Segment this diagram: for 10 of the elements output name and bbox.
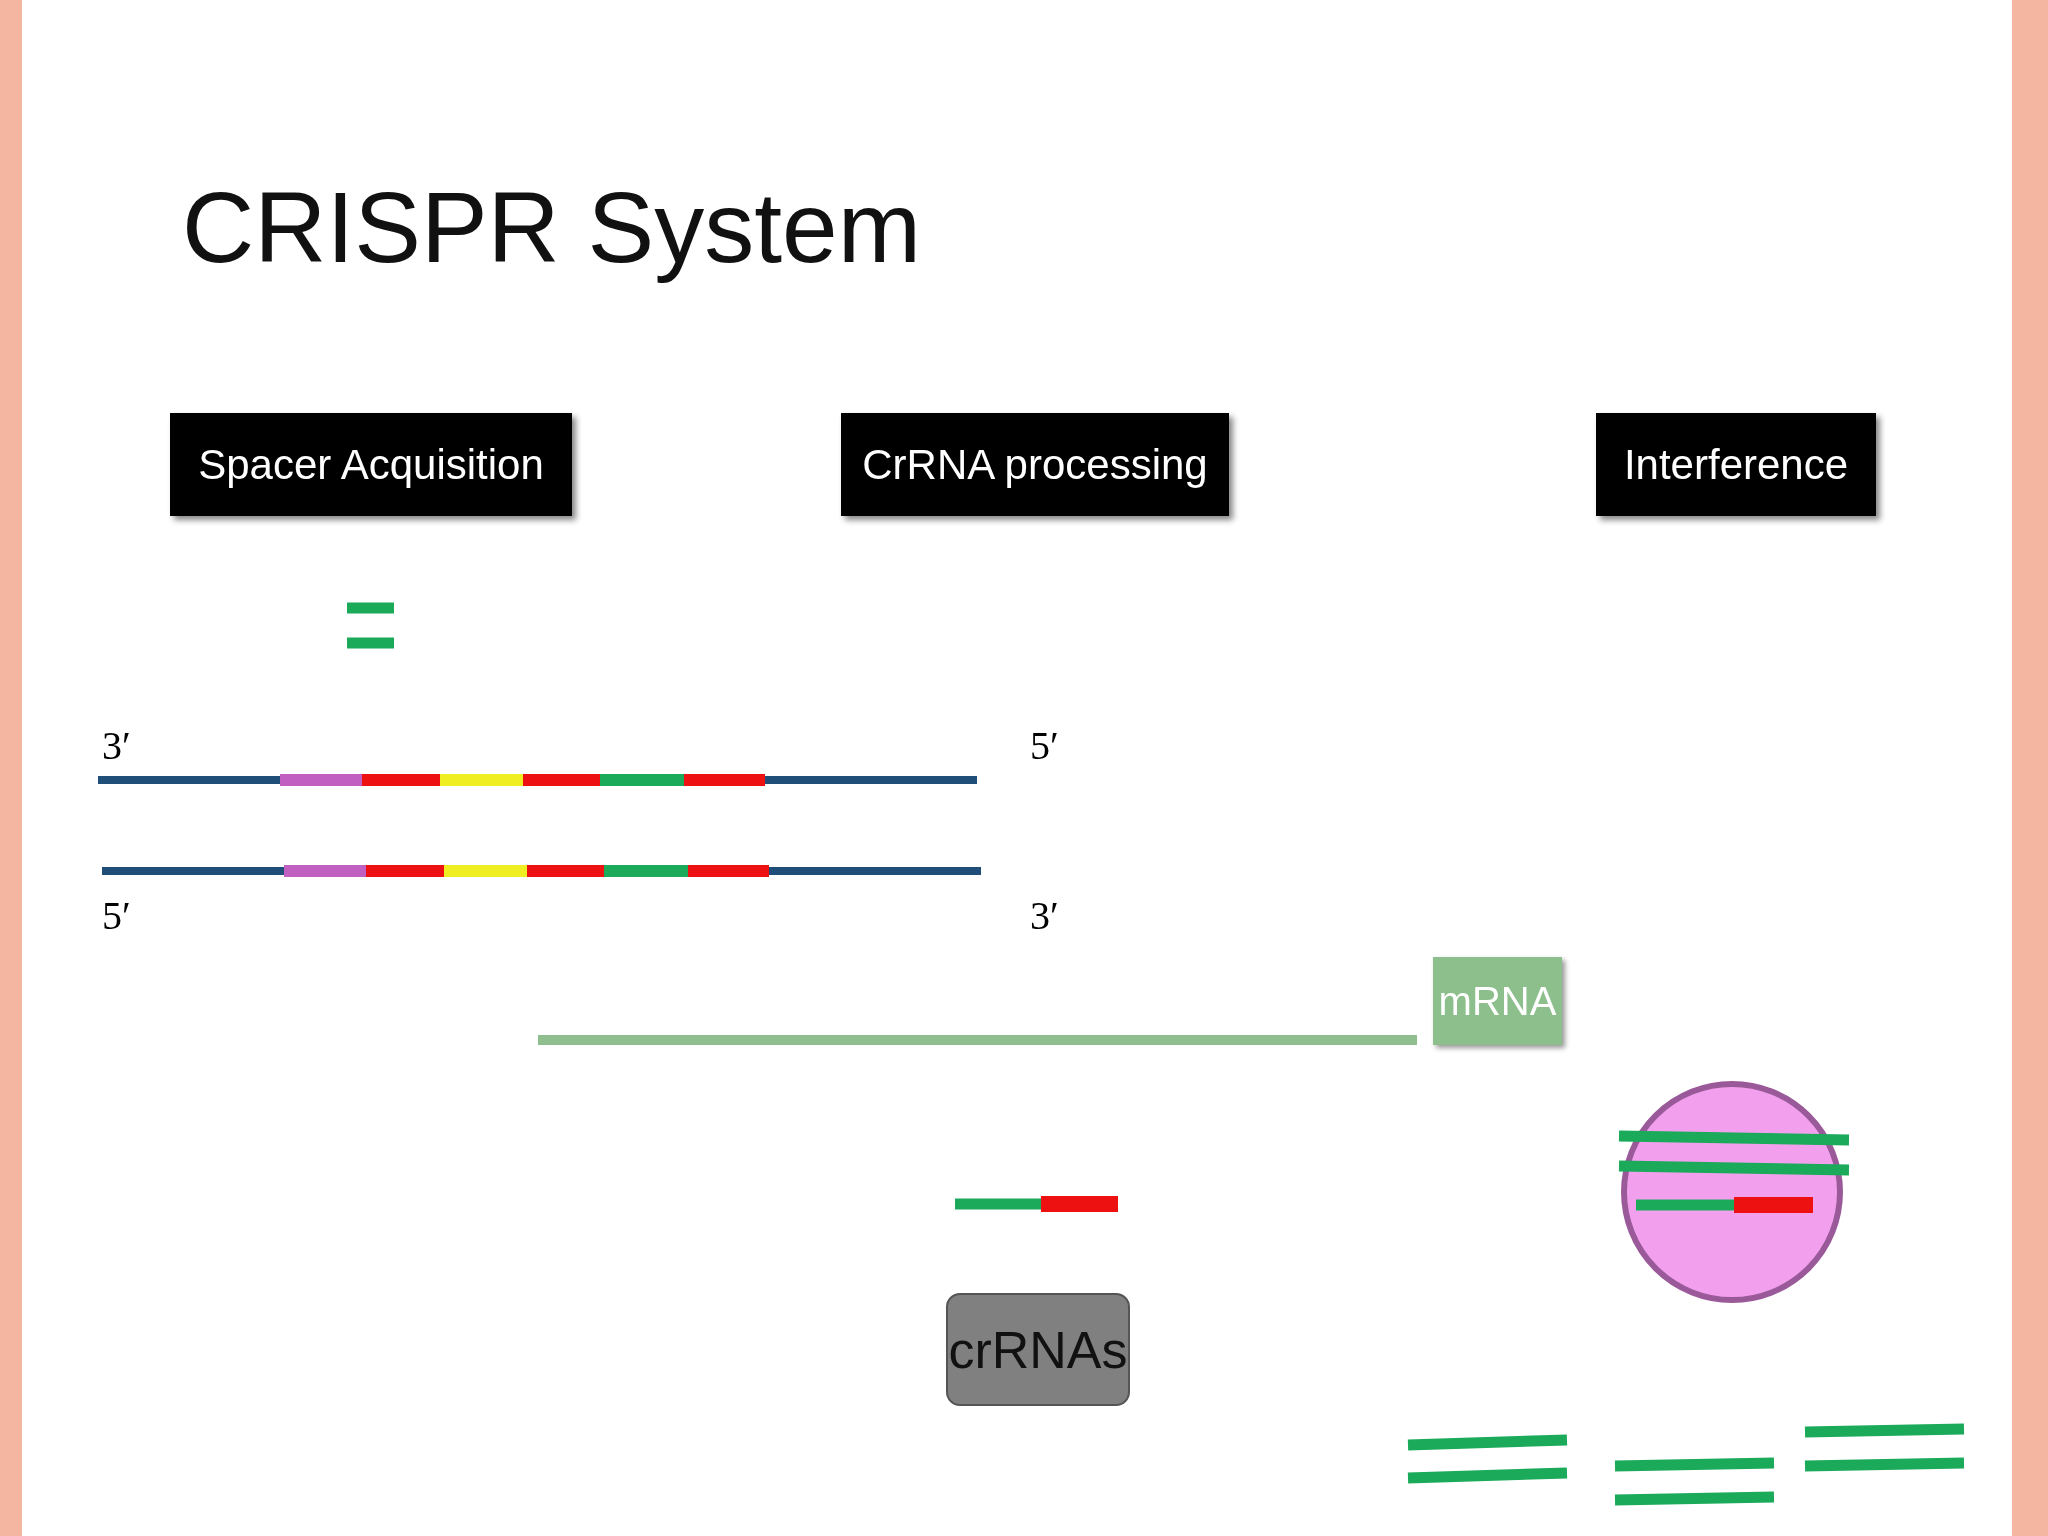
mrna-box: mRNA	[1433, 957, 1562, 1045]
strand-end-label: 5′	[1030, 722, 1059, 769]
strand-end-label: 5′	[102, 892, 131, 939]
stage-heading: Spacer Acquisition	[170, 413, 572, 516]
strand-end-label: 3′	[102, 722, 131, 769]
stage-heading: CrRNA processing	[841, 413, 1229, 516]
stage-heading: Interference	[1596, 413, 1876, 516]
crrna-box: crRNAs	[946, 1293, 1130, 1406]
strand-end-label: 3′	[1030, 892, 1059, 939]
slide-title: CRISPR System	[182, 170, 921, 285]
